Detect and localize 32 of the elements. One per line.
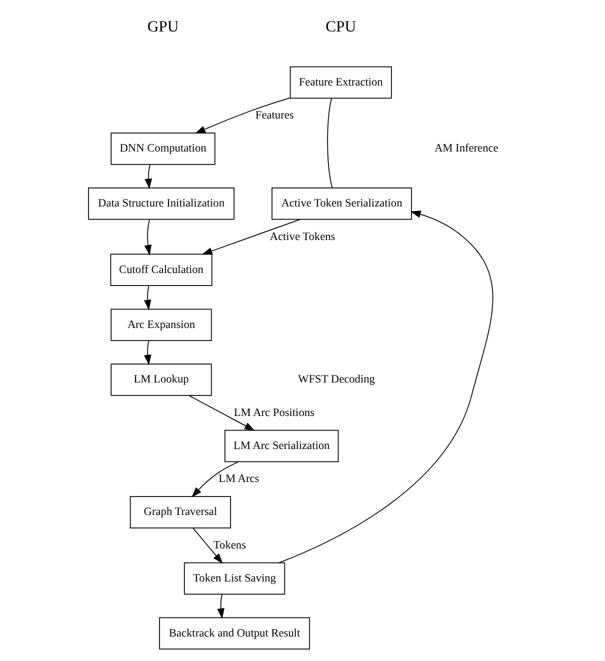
label: GPU xyxy=(147,18,179,36)
edge-label: Features xyxy=(255,110,294,122)
arrow xyxy=(202,218,301,255)
node-box: Arc Expansion xyxy=(110,308,212,341)
arrow xyxy=(144,164,152,190)
arrow xyxy=(217,594,224,619)
connector xyxy=(327,98,333,188)
edge-label: LM Arc Positions xyxy=(234,406,314,419)
arrow xyxy=(144,340,152,366)
label: WFST Decoding xyxy=(298,374,375,386)
arrow xyxy=(278,210,494,564)
node-box: DNN Computation xyxy=(110,132,216,165)
label: AM Inference xyxy=(434,142,498,155)
node-box: Token List Saving xyxy=(184,562,286,595)
node-box: Active Token Serialization xyxy=(272,188,412,220)
edge-label: Active Tokens xyxy=(270,230,336,243)
arrow xyxy=(192,461,239,498)
arrow xyxy=(188,395,255,431)
node-box: Feature Extraction xyxy=(290,66,392,99)
edge-label: LM Arcs xyxy=(218,473,260,486)
arrow xyxy=(144,285,152,310)
node-box: LM Lookup xyxy=(110,364,212,396)
arrow xyxy=(192,528,223,564)
arrow xyxy=(144,219,152,256)
node-box: Data Structure Initialization xyxy=(88,188,234,220)
label: CPU xyxy=(326,18,356,36)
node-box: Graph Traversal xyxy=(130,496,232,528)
node-box: Cutoff Calculation xyxy=(110,254,212,286)
edge-label: Tokens xyxy=(213,539,246,552)
node-box: LM Arc Serialization xyxy=(224,430,339,462)
arrow xyxy=(194,97,291,134)
node-box: Backtrack and Output Result xyxy=(159,617,310,650)
